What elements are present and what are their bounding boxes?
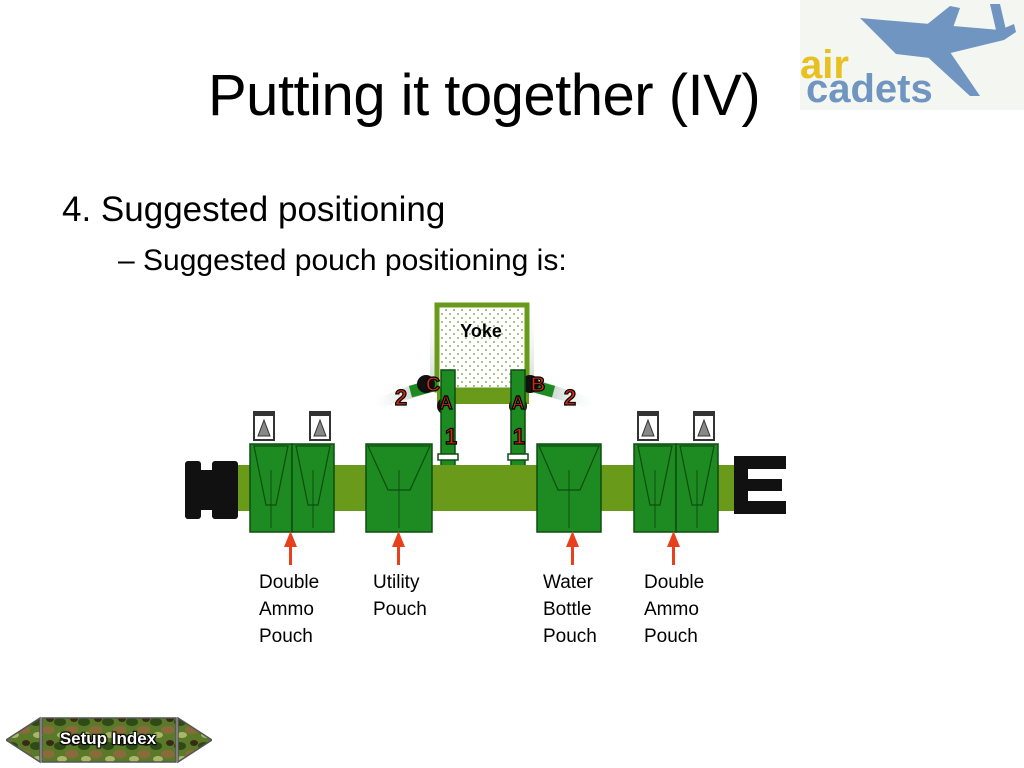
left-double-ammo-pouch xyxy=(249,443,335,533)
marker-a-right: A xyxy=(512,393,525,413)
sub-bullet-pouch-positioning: – Suggested pouch positioning is: xyxy=(118,244,567,277)
utility-pouch xyxy=(365,443,433,533)
marker-a-left: A xyxy=(440,393,453,413)
marker-left-2-upper: 2 xyxy=(395,385,407,410)
aircraft-icon xyxy=(860,4,1016,96)
belt-buckle-left xyxy=(185,461,238,519)
marker-left-1-lower: 1 xyxy=(445,424,457,449)
setup-index-button[interactable] xyxy=(41,717,177,763)
ammo-tag-1 xyxy=(253,411,275,441)
yoke-crossbar xyxy=(437,390,529,404)
arrow-double-ammo-right xyxy=(667,531,680,565)
arrow-water-bottle xyxy=(566,531,579,565)
nav-forward-arrow-icon[interactable] xyxy=(177,716,212,764)
yoke-label: Yoke xyxy=(460,321,502,341)
marker-right-2-upper: 2 xyxy=(564,385,576,410)
water-bottle-pouch xyxy=(536,443,602,533)
ammo-tag-4 xyxy=(693,411,715,441)
marker-right-1-lower: 1 xyxy=(513,424,525,449)
logo-word-cadets: cadets xyxy=(806,67,933,110)
right-strap-clip xyxy=(507,453,529,461)
nav-back-arrow-icon[interactable] xyxy=(6,716,41,764)
slide-title: Putting it together (IV) xyxy=(208,63,761,128)
right-double-ammo-pouch xyxy=(633,443,719,533)
left-buckle xyxy=(417,375,435,393)
marker-b: B xyxy=(531,374,545,396)
logo-word-air: air xyxy=(800,43,849,87)
arrow-double-ammo-left xyxy=(284,531,297,565)
belt-buckle-right xyxy=(734,456,786,514)
marker-c: C xyxy=(426,374,440,396)
ammo-tag-3 xyxy=(637,411,659,441)
setup-index-label[interactable]: Setup Index xyxy=(59,729,157,748)
ammo-tag-2 xyxy=(309,411,331,441)
bullet-suggested-positioning: 4. Suggested positioning xyxy=(62,190,446,229)
arrow-utility xyxy=(392,531,405,565)
air-cadets-logo: air cadets xyxy=(800,0,1024,110)
left-strap-clip xyxy=(437,453,459,461)
setup-index-nav[interactable] xyxy=(6,716,212,764)
